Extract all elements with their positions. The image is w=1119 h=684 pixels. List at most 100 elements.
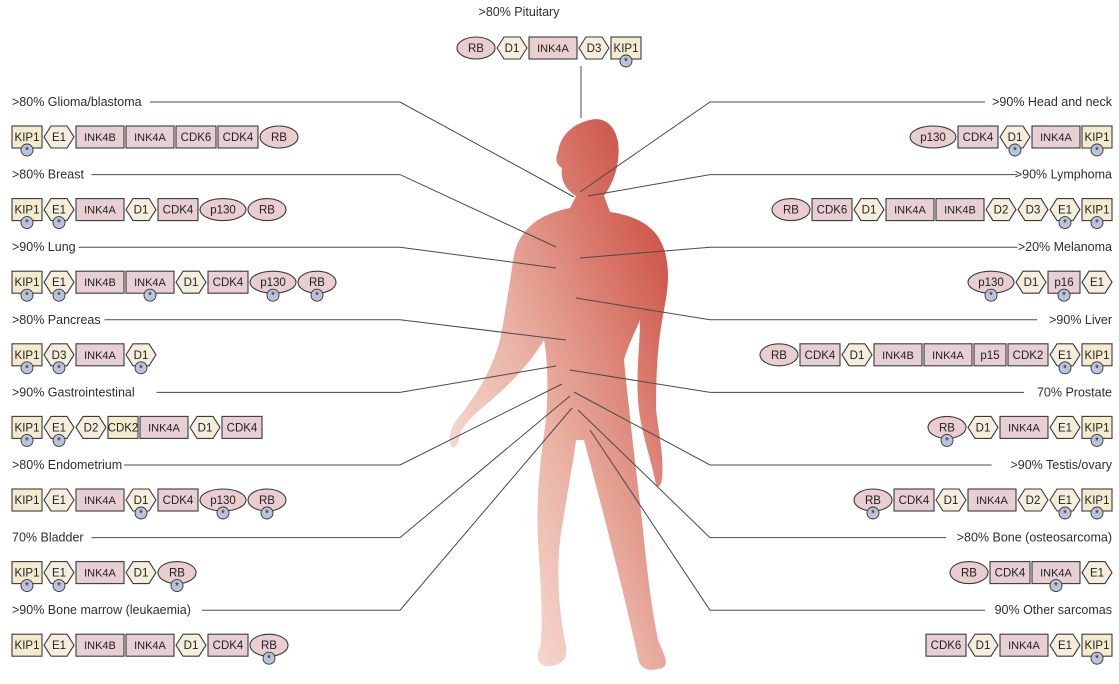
svg-text:*: * [57, 436, 61, 447]
protein-label: E1 [1058, 495, 1072, 507]
protein-label: E1 [1058, 350, 1072, 362]
protein-label: E1 [52, 640, 66, 652]
asterisk-icon: * [53, 580, 65, 593]
svg-text:*: * [57, 218, 61, 229]
protein-label: CDK4 [805, 350, 836, 362]
protein-label: E1 [52, 205, 66, 217]
asterisk-icon: * [941, 434, 953, 447]
asterisk-icon: * [21, 217, 33, 230]
asterisk-icon: * [171, 580, 183, 593]
protein-kip1: KIP1* [1082, 634, 1112, 665]
protein-cdk4: CDK4 [158, 199, 198, 221]
protein-label: D1 [1024, 277, 1039, 289]
protein-kip1: KIP1* [12, 344, 42, 375]
protein-kip1: KIP1* [1082, 344, 1112, 375]
protein-label: CDK2 [1013, 350, 1044, 362]
protein-label: INK4A [84, 350, 116, 362]
protein-e1: E1* [1050, 344, 1080, 375]
protein-ink4a: INK4A [140, 416, 188, 438]
connector-line [79, 247, 557, 268]
protein-d1: D1 [190, 416, 220, 438]
protein-cdk4: CDK4 [222, 416, 262, 438]
protein-e1: E1 [1082, 562, 1112, 584]
protein-label: RB [783, 205, 799, 217]
protein-label: RB [259, 495, 275, 507]
protein-cdk6: CDK6 [176, 126, 216, 148]
cancer-label: 70% Bladder [12, 531, 84, 545]
svg-text:*: * [315, 291, 319, 302]
protein-d1: D1* [126, 489, 156, 520]
protein-label: INK4A [84, 205, 116, 217]
svg-text:*: * [265, 509, 269, 520]
svg-text:*: * [1095, 436, 1099, 447]
asterisk-icon: * [53, 362, 65, 375]
protein-rb: RB* [298, 271, 336, 302]
protein-label: KIP1 [1085, 205, 1110, 217]
cancer-label: >90% Lymphoma [1015, 168, 1112, 182]
protein-ink4a: INK4A [1032, 126, 1080, 148]
protein-label: p130 [210, 495, 236, 507]
asterisk-icon: * [217, 507, 229, 520]
connector-line [590, 430, 985, 610]
protein-d1: D1 [126, 199, 156, 221]
protein-label: RB [939, 422, 955, 434]
protein-label: INK4B [84, 277, 116, 289]
asterisk-icon: * [1091, 434, 1103, 447]
asterisk-icon: * [1058, 289, 1070, 302]
asterisk-icon: * [1091, 144, 1103, 157]
protein-d1: D1 [936, 489, 966, 511]
asterisk-icon: * [21, 580, 33, 593]
protein-label: RB [771, 350, 787, 362]
protein-label: E1 [1058, 205, 1072, 217]
protein-cdk4: CDK4 [158, 489, 198, 511]
protein-label: D1 [134, 350, 149, 362]
protein-e1: E1 [1082, 271, 1112, 293]
svg-text:*: * [624, 57, 628, 68]
protein-label: D3 [1026, 205, 1041, 217]
protein-label: D1 [850, 350, 865, 362]
cancer-label: >90% Gastrointestinal [12, 385, 135, 399]
asterisk-icon: * [21, 362, 33, 375]
svg-text:*: * [25, 218, 29, 229]
protein-label: CDK4 [213, 277, 244, 289]
protein-row-80-breast: KIP1*E1*INK4AD1CDK4p130RB [12, 199, 286, 230]
protein-label: p130 [260, 277, 286, 289]
protein-label: INK4A [537, 43, 569, 55]
protein-d3: D3 [1018, 199, 1048, 221]
protein-row-pituitary: RBD1INK4AD3KIP1* [457, 37, 641, 68]
protein-label: E1 [52, 495, 66, 507]
protein-label: D1 [134, 568, 149, 580]
svg-text:*: * [1095, 146, 1099, 157]
protein-label: D1 [944, 495, 959, 507]
cancer-label: >80% Bone (osteosarcoma) [957, 531, 1112, 545]
cancer-label: >80% Endometrium [12, 458, 122, 472]
protein-rb: RB [772, 199, 810, 221]
protein-rb: RB* [158, 562, 196, 593]
asterisk-icon: * [1091, 652, 1103, 665]
protein-ink4a: INK4A [126, 634, 174, 656]
protein-label: E1 [1090, 277, 1104, 289]
asterisk-icon: * [620, 55, 632, 68]
protein-kip1: KIP1* [1082, 199, 1112, 230]
protein-row-90-other-sarcomas: CDK6D1INK4AE1KIP1* [926, 634, 1112, 665]
protein-p130: p130* [968, 271, 1014, 302]
svg-text:*: * [1063, 509, 1067, 520]
protein-p130: p130 [910, 126, 956, 148]
protein-kip1: KIP1* [12, 199, 42, 230]
protein-label: INK4A [1040, 568, 1072, 580]
svg-text:*: * [1054, 581, 1058, 592]
protein-rb: RB * [248, 489, 286, 520]
asterisk-icon: * [311, 289, 323, 302]
protein-label: CDK6 [181, 132, 212, 144]
cancer-label: >80% Pituitary [479, 5, 561, 19]
asterisk-icon: * [1059, 507, 1071, 520]
protein-label: D1 [134, 205, 149, 217]
protein-ink4a: INK4A [76, 199, 124, 221]
protein-p130: p130* [200, 489, 246, 520]
protein-row-90-testis-ovary: RB*CDK4D1INK4AD2E1*KIP1* [854, 489, 1112, 520]
protein-label: D1 [976, 640, 991, 652]
protein-label: KIP1 [15, 640, 40, 652]
protein-label: KIP1 [1085, 640, 1110, 652]
protein-p16: p16* [1048, 271, 1080, 302]
